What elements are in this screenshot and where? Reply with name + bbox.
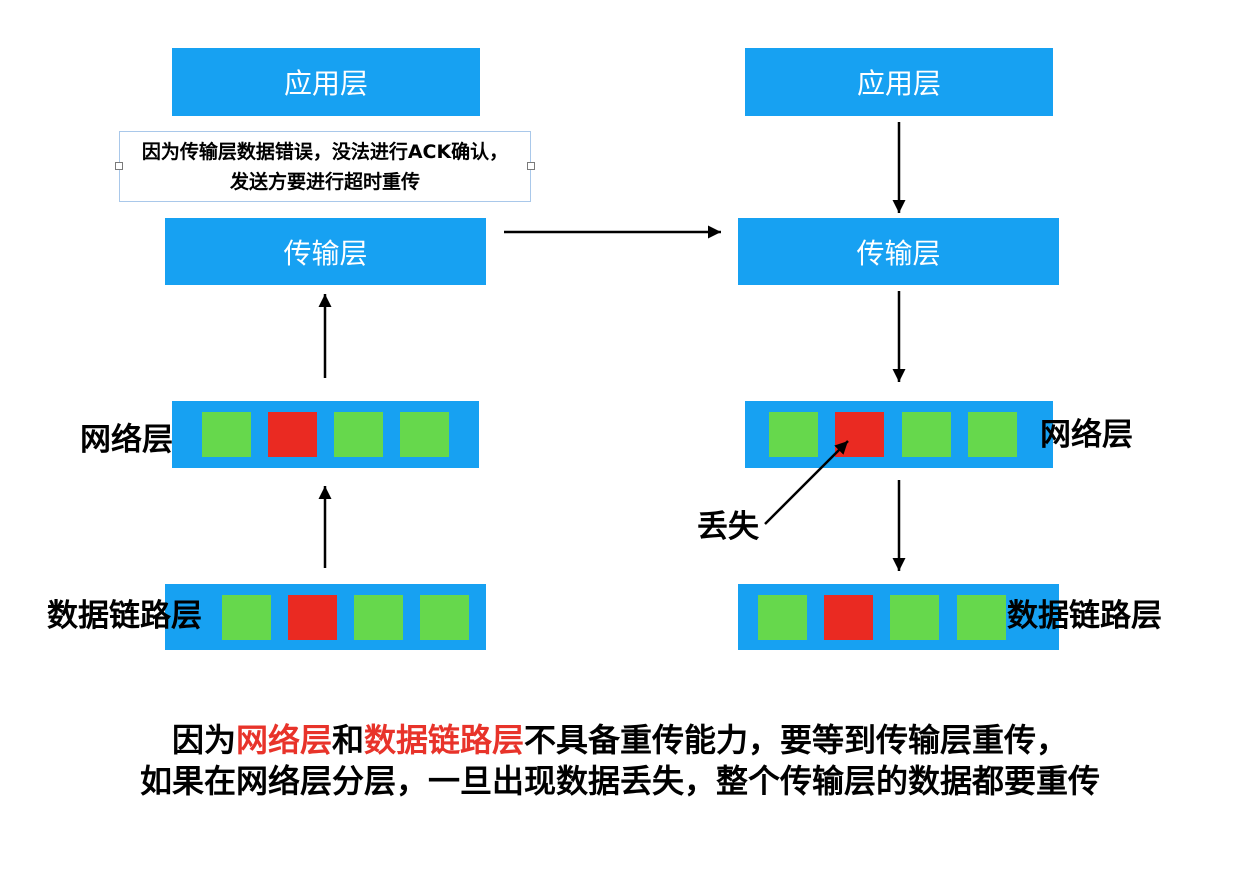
left-network-packet-4 (400, 412, 449, 457)
right-data-link-packet-3 (890, 595, 939, 640)
left-network-packet-1 (202, 412, 251, 457)
left-network-packet-2 (268, 412, 317, 457)
left-network-layer-bar (172, 401, 479, 468)
right-data-link-layer-bar (738, 584, 1059, 650)
retransmit-note-line1: 因为传输层数据错误，没法进行ACK确认， (141, 140, 509, 163)
lost-packet-label: 丢失 (697, 509, 759, 545)
left-transport-layer-label: 传输层 (283, 236, 368, 270)
note-right-resize-handle[interactable] (527, 162, 535, 170)
right-network-packet-1 (769, 412, 818, 457)
left-transport-layer-box: 传输层 (165, 218, 486, 285)
right-data-link-layer-label: 数据链路层 (1007, 598, 1162, 634)
right-network-packet-4 (968, 412, 1017, 457)
right-application-layer-box: 应用层 (745, 48, 1053, 116)
right-application-layer-label: 应用层 (856, 67, 941, 100)
caption-highlight-network-layer: 网络层 (235, 721, 332, 759)
left-data-link-layer-label: 数据链路层 (47, 598, 202, 634)
right-network-layer-bar (745, 401, 1053, 468)
caption-line1-part5: 不具备重传能力，要等到传输层重传， (524, 721, 1069, 759)
right-network-packet-2 (835, 412, 884, 457)
caption-line1-part3: 和 (331, 721, 364, 759)
right-transport-layer-label: 传输层 (856, 236, 941, 270)
right-data-link-packet-2 (824, 595, 873, 640)
left-network-packet-3 (334, 412, 383, 457)
left-data-link-packet-4 (420, 595, 469, 640)
left-data-link-packet-1 (222, 595, 271, 640)
left-data-link-packet-2 (288, 595, 337, 640)
right-data-link-packet-4 (957, 595, 1006, 640)
right-network-packet-3 (902, 412, 951, 457)
caption-line2: 如果在网络层分层，一旦出现数据丢失，整个传输层的数据都要重传 (139, 762, 1100, 800)
right-network-layer-label: 网络层 (1040, 417, 1133, 453)
caption-highlight-data-link-layer: 数据链路层 (364, 721, 525, 759)
caption-line1-part1: 因为 (171, 721, 236, 759)
right-data-link-packet-1 (758, 595, 807, 640)
caption-line1: 因为网络层和数据链路层不具备重传能力，要等到传输层重传， (0, 720, 1240, 761)
left-data-link-layer-bar (165, 584, 486, 650)
retransmit-note-line2: 发送方要进行超时重传 (229, 170, 420, 193)
retransmit-note-box[interactable]: 因为传输层数据错误，没法进行ACK确认， 发送方要进行超时重传 (115, 131, 535, 202)
right-transport-layer-box: 传输层 (738, 218, 1059, 285)
left-application-layer-box: 应用层 (172, 48, 480, 116)
left-application-layer-label: 应用层 (283, 67, 368, 100)
caption: 因为网络层和数据链路层不具备重传能力，要等到传输层重传， 如果在网络层分层，一旦… (0, 720, 1240, 802)
left-network-layer-label: 网络层 (80, 422, 173, 458)
left-data-link-packet-3 (354, 595, 403, 640)
note-left-resize-handle[interactable] (115, 162, 123, 170)
